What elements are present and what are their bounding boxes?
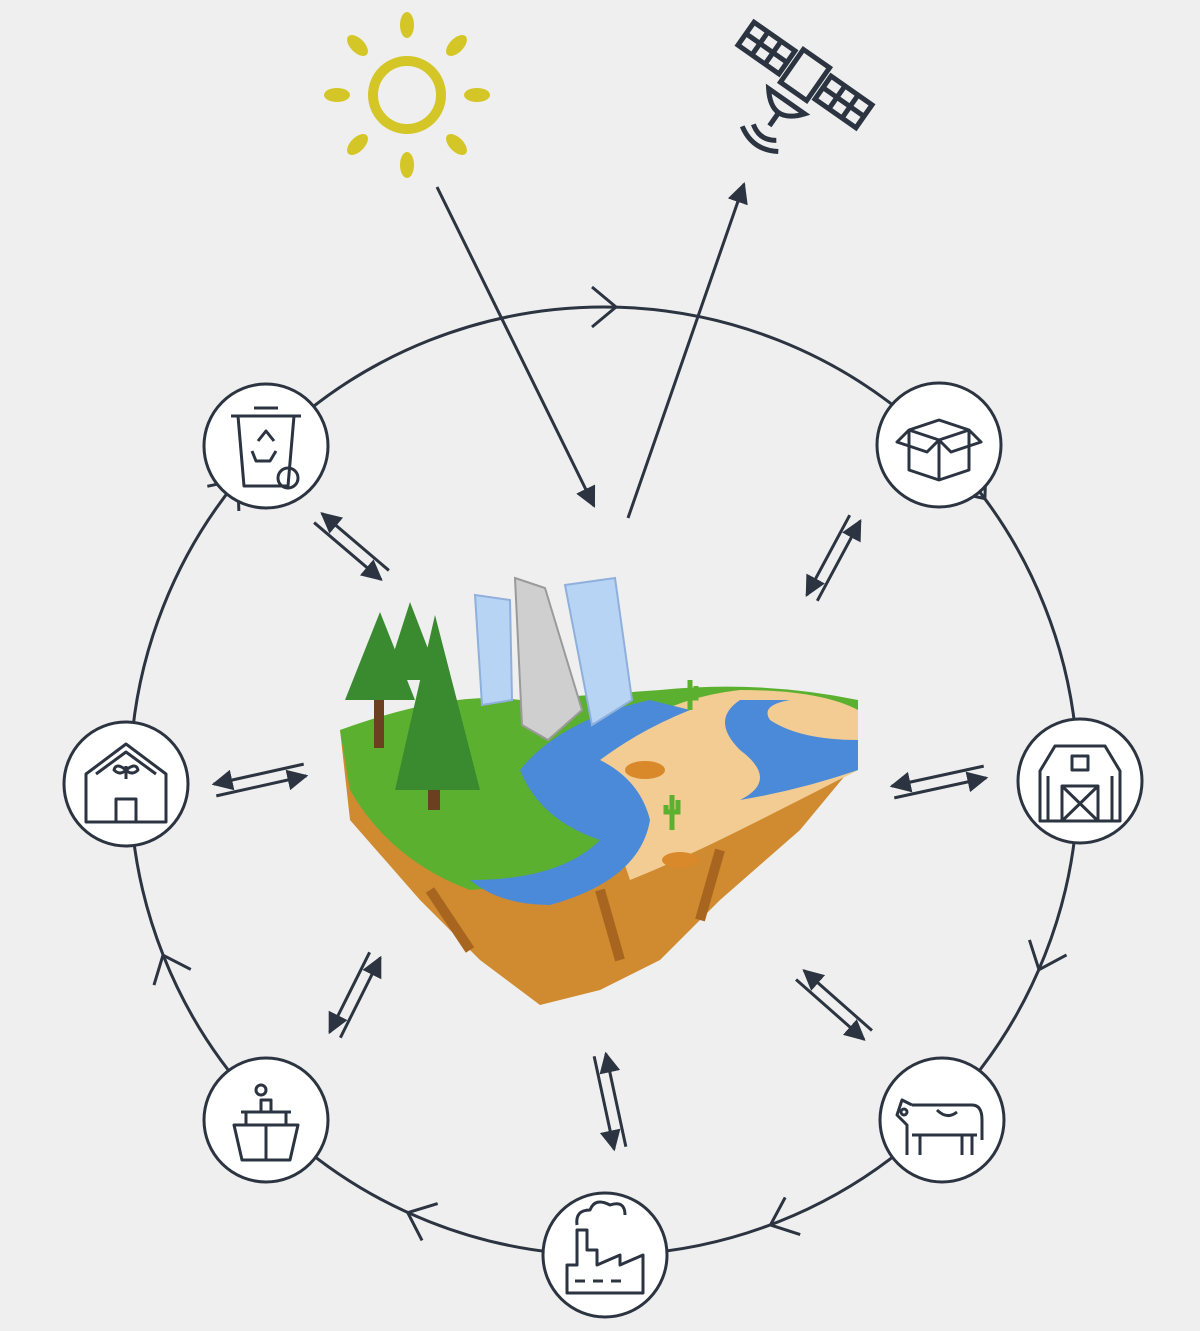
sun-ray bbox=[446, 134, 467, 155]
double-arrow bbox=[889, 764, 989, 800]
sun-ray bbox=[400, 12, 414, 38]
greenhouse-icon bbox=[84, 742, 168, 824]
barn-icon bbox=[1038, 744, 1122, 823]
node-greenhouse bbox=[62, 720, 190, 848]
box-icon bbox=[895, 418, 983, 482]
cactus bbox=[663, 680, 699, 830]
landscape-island bbox=[340, 576, 858, 1005]
sun-ray bbox=[400, 152, 414, 178]
double-arrow bbox=[795, 969, 873, 1041]
node-waste bbox=[202, 382, 330, 510]
double-arrow bbox=[592, 1051, 628, 1152]
node-livestock bbox=[878, 1056, 1006, 1184]
chevron-icon bbox=[152, 953, 192, 986]
sun-ray bbox=[446, 35, 467, 56]
double-arrow bbox=[328, 951, 382, 1039]
chevron-icon bbox=[405, 1202, 439, 1242]
chevron-icon bbox=[591, 285, 619, 329]
factory-icon bbox=[565, 1200, 645, 1295]
forest bbox=[345, 602, 480, 810]
cow-icon bbox=[895, 1098, 984, 1155]
node-shipping bbox=[202, 1056, 330, 1184]
node-farm bbox=[1016, 717, 1144, 845]
sun-ray bbox=[347, 134, 368, 155]
chevron-icon bbox=[1028, 939, 1068, 972]
double-arrow bbox=[211, 762, 309, 798]
city-buildings bbox=[473, 576, 634, 742]
recycle-bin-icon bbox=[231, 406, 301, 490]
node-industry bbox=[541, 1191, 669, 1319]
node-packaging bbox=[875, 381, 1003, 509]
chevron-icon bbox=[768, 1196, 801, 1236]
double-arrow bbox=[313, 512, 390, 581]
satellite-icon bbox=[734, 18, 876, 155]
sunlight-arrow bbox=[435, 186, 596, 508]
ship-icon bbox=[232, 1083, 300, 1162]
satellite-signal-arrow bbox=[626, 182, 748, 519]
sun-ray bbox=[347, 35, 368, 56]
sun-ray bbox=[464, 88, 490, 102]
double-arrow bbox=[805, 514, 862, 602]
sun-ray bbox=[324, 88, 350, 102]
exchange-arrows bbox=[211, 512, 989, 1152]
sun-icon bbox=[324, 12, 490, 178]
